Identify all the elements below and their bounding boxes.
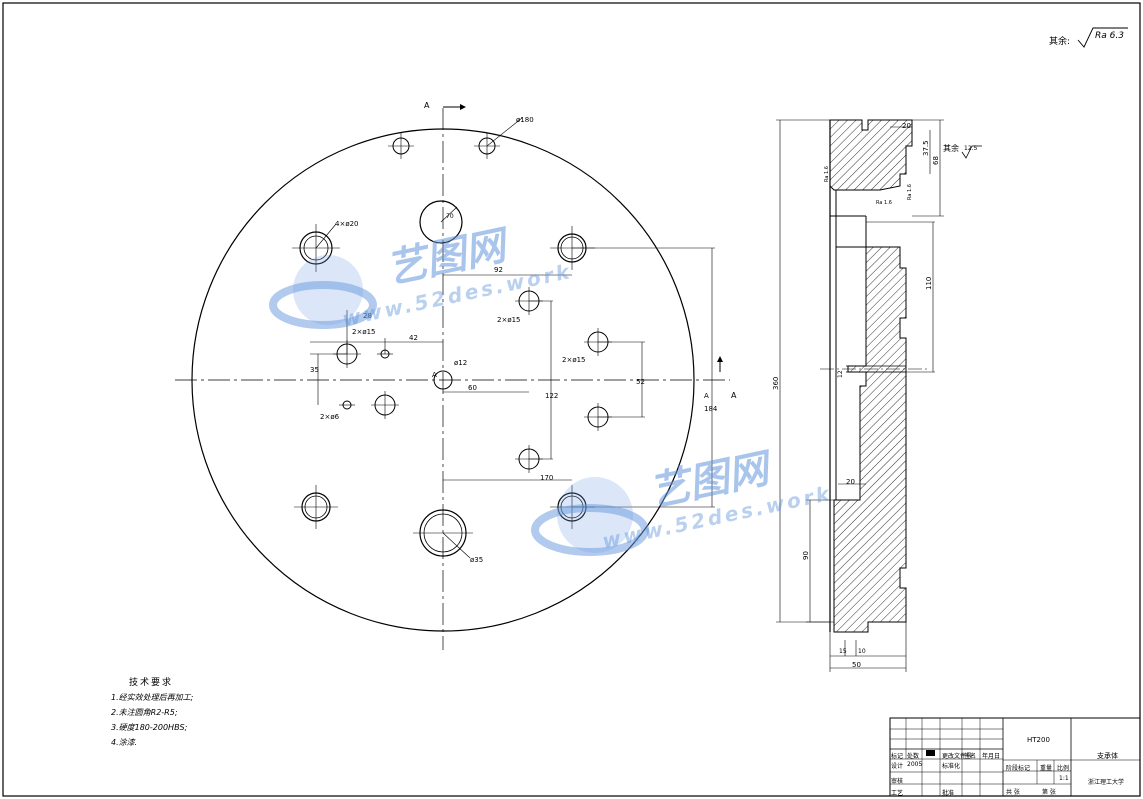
section-mark: A xyxy=(424,101,430,110)
title-block-grid xyxy=(889,717,1141,797)
section-view-labels: 20 37.5 68 110 360 12 20 90 15 10 50 Ra … xyxy=(772,122,982,669)
roughness-symbol-icon xyxy=(961,145,982,159)
dim-label: ø180 xyxy=(516,116,534,124)
front-view xyxy=(175,104,730,650)
tb-approve: 批准 xyxy=(942,790,955,797)
section-mark: A xyxy=(731,391,737,400)
roughness-symbol-icon xyxy=(1077,27,1128,48)
dim-label: 122 xyxy=(545,392,558,400)
dim-label: 20 xyxy=(846,478,855,486)
other-surface-note: 其余 xyxy=(943,143,959,153)
dim-label: 35 xyxy=(310,366,319,374)
dim-label: 28 xyxy=(363,312,372,320)
company-name: 浙江理工大学 xyxy=(1088,779,1125,786)
dim-label: 170 xyxy=(540,474,553,482)
tech-requirements: 技术要求 1.经实效处理后再加工; 2.未注圆角R2-R5; 3.硬度180-2… xyxy=(111,675,193,748)
dim-label: 2×ø15 xyxy=(562,356,586,364)
tb-std: 标准化 xyxy=(942,763,961,770)
hole-group-4x20 xyxy=(292,223,595,529)
tb-process: 工艺 xyxy=(891,790,904,797)
tb-count: 处数 xyxy=(907,753,920,760)
tb-design-date: 2005 xyxy=(907,761,923,768)
dim-label: 10 xyxy=(858,648,866,655)
tb-review: 审核 xyxy=(891,778,904,785)
dim-label: 60 xyxy=(468,384,477,392)
section-mark: A xyxy=(432,371,437,379)
tb-sheet-no: 第 张 xyxy=(1042,789,1056,796)
roughness-label: Ra 1.6 xyxy=(824,166,830,182)
dim-label: 37.5 xyxy=(922,140,930,156)
roughness-label: Ra 1.6 xyxy=(907,184,913,200)
tech-item: 2.未注圆角R2-R5; xyxy=(111,708,178,717)
section-view xyxy=(776,119,944,672)
dim-label: 50 xyxy=(852,661,861,669)
dim-label: 52 xyxy=(636,378,645,386)
section-mark: A xyxy=(704,392,709,400)
front-view-labels: A A A A ø180 4×ø20 2×ø15 2×ø15 2×ø15 ø12… xyxy=(310,101,737,564)
stage-label: 阶段标记 xyxy=(1006,765,1031,772)
surface-note: 其余: Ra 6.3 xyxy=(1049,27,1128,48)
dim-label: 92 xyxy=(494,266,503,274)
dim-label: 4×ø20 xyxy=(335,220,359,228)
dim-label: 15 xyxy=(839,648,847,655)
scale-label: 比例 xyxy=(1057,765,1070,772)
dim-label: 110 xyxy=(925,277,933,290)
tb-date: 年月日 xyxy=(982,753,1001,760)
roughness-label: Ra 1.6 xyxy=(876,200,892,206)
dim-label: 70 xyxy=(446,213,454,220)
tb-mark: 标记 xyxy=(891,753,904,760)
tech-item: 1.经实效处理后再加工; xyxy=(111,693,194,702)
dim-label: 184 xyxy=(704,405,718,413)
dim-label: 68 xyxy=(932,156,940,165)
dim-label: ø12 xyxy=(454,359,467,367)
material: HT200 xyxy=(1027,736,1050,744)
tb-sheets-total: 共 张 xyxy=(1006,789,1020,796)
tb-sign: 签名 xyxy=(964,753,977,760)
surface-note-value: Ra 6.3 xyxy=(1095,31,1124,41)
tb-change-doc: 更改文件号 xyxy=(942,753,973,760)
tb-design: 设计 xyxy=(891,763,904,770)
tech-item: 3.硬度180-200HBS; xyxy=(111,723,188,732)
dim-label: 2×ø6 xyxy=(320,413,340,421)
dim-label: 2×ø15 xyxy=(352,328,376,336)
hole-top-large xyxy=(419,200,463,244)
dim-label: 90 xyxy=(802,551,810,560)
dim-label: 12 xyxy=(837,370,844,378)
surface-note-prefix: 其余: xyxy=(1049,35,1070,47)
dim-label: 2×ø15 xyxy=(497,316,521,324)
scale-value: 1:1 xyxy=(1059,775,1069,782)
tech-item: 4.涂漆. xyxy=(111,738,138,747)
dim-label: 42 xyxy=(409,334,418,342)
dim-label: 20 xyxy=(902,122,911,130)
dim-label: ø35 xyxy=(470,556,483,564)
tech-title: 技术要求 xyxy=(129,678,174,688)
dim-label: 360 xyxy=(772,377,780,390)
weight-label: 重量 xyxy=(1040,765,1053,772)
part-name: 支承体 xyxy=(1097,752,1118,760)
